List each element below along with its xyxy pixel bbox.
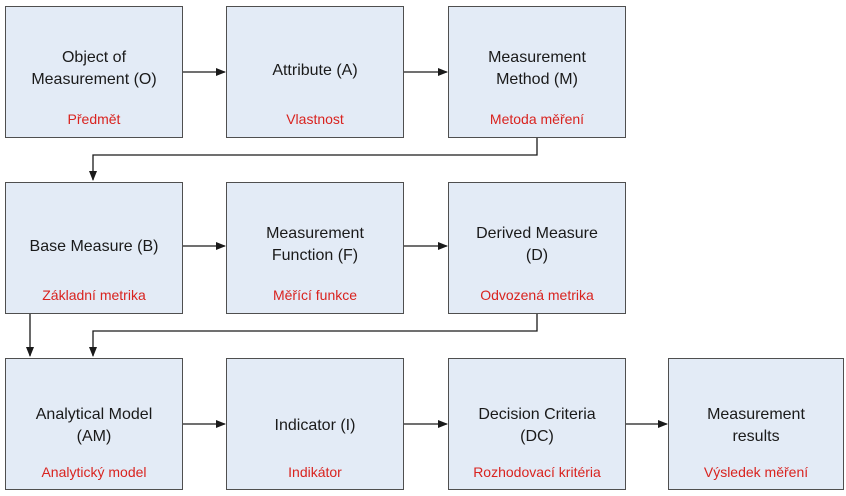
node-subtitle: Vlastnost [286, 111, 344, 127]
node-title: Indicator (I) [274, 417, 356, 434]
node-subtitle: Předmět [67, 111, 121, 127]
node-subtitle: Indikátor [288, 464, 342, 480]
node-title: Object of Measurement (O) [31, 49, 157, 88]
node-title: Analytical Model (AM) [35, 406, 153, 445]
arrow-derived-to-analytical [89, 314, 538, 357]
node-subtitle: Rozhodovací kritéria [473, 464, 601, 480]
node-subtitle: Základní metrika [42, 287, 146, 303]
node-subtitle: Výsledek měření [703, 464, 809, 480]
node-title: Base Measure (B) [29, 238, 159, 255]
node-subtitle: Metoda měření [489, 111, 585, 127]
node-decision-criteria: Decision Criteria (DC) Rozhodovací krité… [448, 358, 626, 490]
node-title: Derived Measure (D) [476, 225, 598, 264]
node-analytical-model: Analytical Model (AM) Analytický model [5, 358, 183, 490]
node-measurement-method: Measurement Method (M) Metoda měření [448, 6, 626, 138]
node-title: Attribute (A) [272, 62, 358, 79]
node-subtitle: Analytický model [41, 464, 147, 480]
node-base-measure: Base Measure (B) Základní metrika [5, 182, 183, 314]
node-title: Decision Criteria (DC) [478, 406, 596, 445]
node-object-of-measurement: Object of Measurement (O) Předmět [5, 6, 183, 138]
node-indicator: Indicator (I) Indikátor [226, 358, 404, 490]
node-subtitle: Měřící funkce [272, 287, 358, 303]
node-title: Measurement Function (F) [266, 225, 364, 264]
node-attribute: Attribute (A) Vlastnost [226, 6, 404, 138]
arrow-method-to-base [89, 138, 538, 181]
node-title: Measurement Method (M) [488, 49, 586, 88]
node-title: Measurement results [707, 406, 805, 445]
node-measurement-results: Measurement results Výsledek měření [668, 358, 844, 490]
node-subtitle: Odvozená metrika [480, 287, 594, 303]
node-derived-measure: Derived Measure (D) Odvozená metrika [448, 182, 626, 314]
node-measurement-function: Measurement Function (F) Měřící funkce [226, 182, 404, 314]
